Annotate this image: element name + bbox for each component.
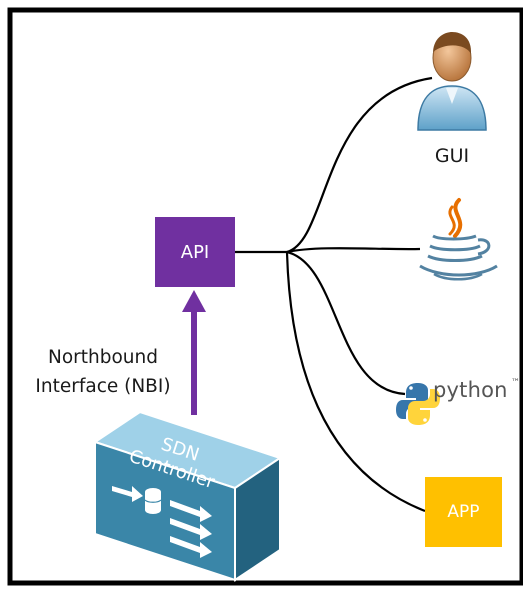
api-label: API (180, 241, 210, 263)
northbound-arrow (182, 290, 206, 415)
connection-lines (235, 76, 433, 513)
controller-arrows (112, 486, 212, 558)
sdn-controller-icon: SDN Controller (92, 410, 283, 582)
database-icon (144, 488, 162, 514)
line-to-app (285, 251, 426, 513)
nbi-line2: Interface (NBI) (35, 376, 171, 397)
java-coffee-icon (419, 198, 498, 281)
user-icon (417, 32, 487, 131)
api-box: API (155, 217, 235, 287)
app-label: APP (447, 502, 480, 522)
python-wordmark: python (433, 378, 508, 402)
line-to-python (286, 250, 406, 396)
northbound-interface-label: Northbound Interface (NBI) (18, 343, 188, 401)
python-logo-icon (396, 383, 440, 425)
python-trademark: ™ (511, 378, 520, 388)
line-to-java (286, 247, 421, 254)
outer-border (7, 7, 523, 586)
gui-label: GUI (434, 145, 470, 167)
nbi-line1: Northbound (48, 347, 158, 368)
line-to-gui (286, 76, 433, 254)
app-box: APP (425, 477, 502, 547)
